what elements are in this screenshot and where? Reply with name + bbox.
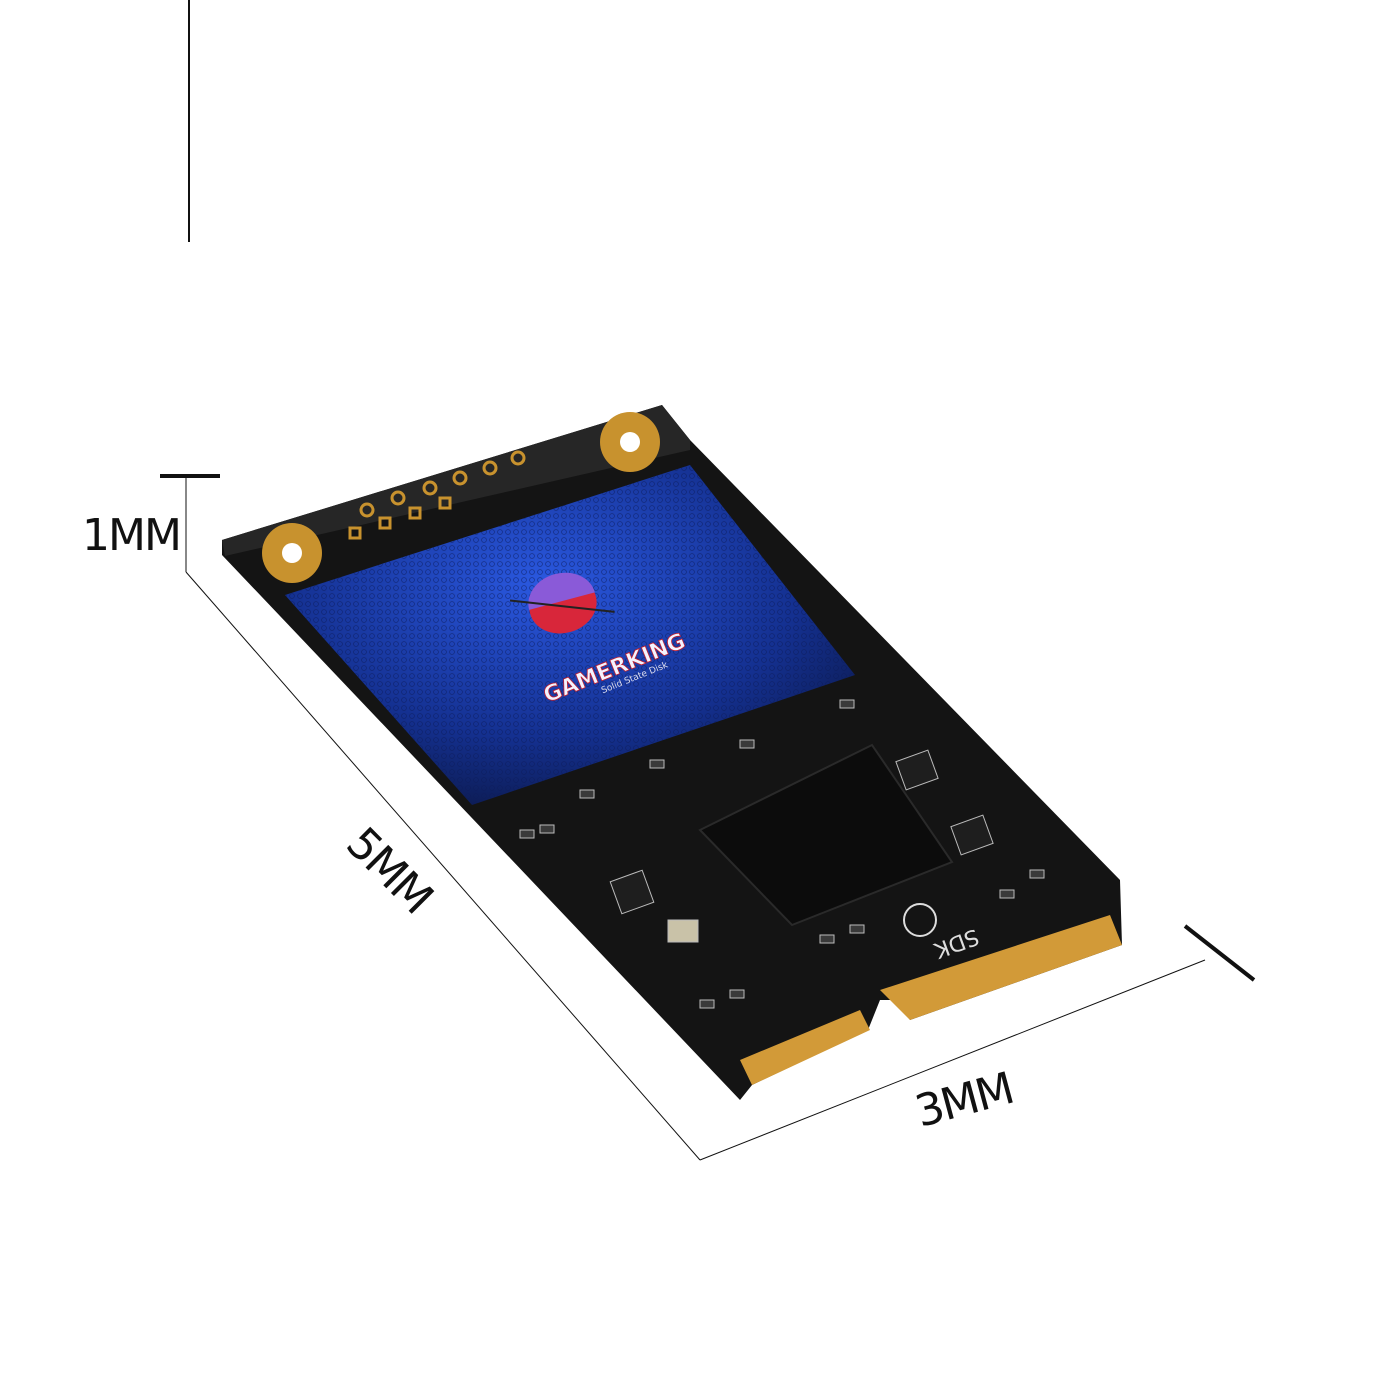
ssd-card: GAMERKING Solid State Disk SDK <box>222 405 1122 1100</box>
controller-chip <box>698 743 954 927</box>
edge-connector-large <box>880 915 1122 1020</box>
brand-logo-icon <box>509 572 615 634</box>
edge-connector-small <box>740 1010 870 1085</box>
dimension-lines <box>160 0 1256 1161</box>
thickness-label: 1MM <box>82 510 182 561</box>
